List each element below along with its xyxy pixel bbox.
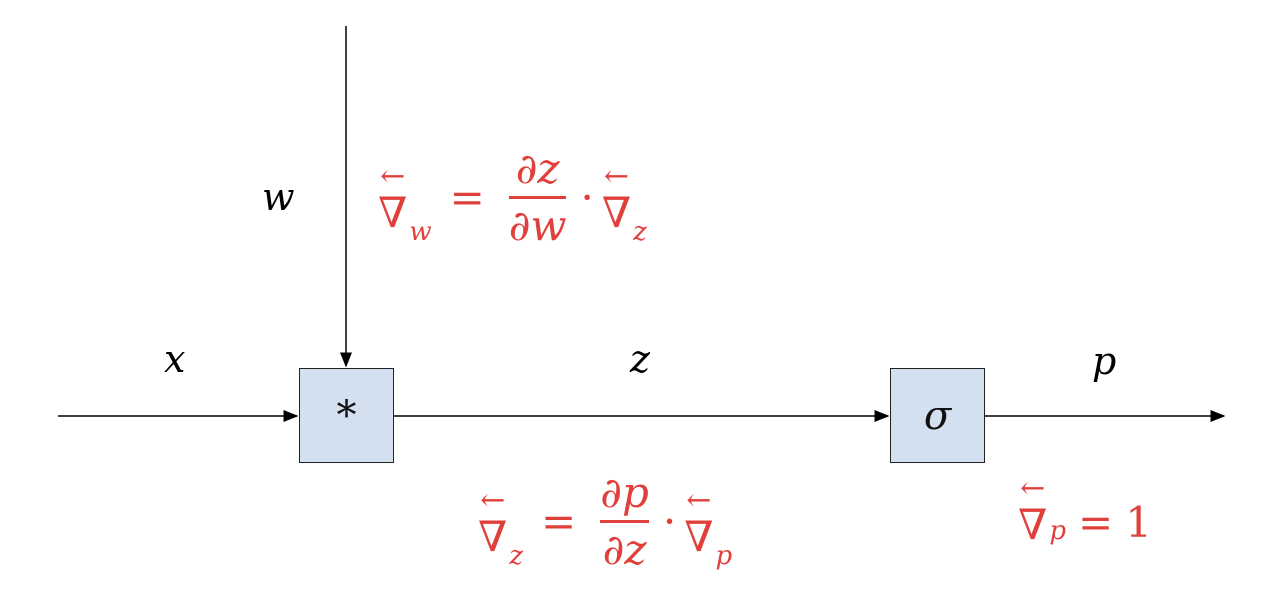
denominator: ∂w <box>508 201 567 250</box>
subscript: p <box>1049 516 1066 546</box>
fraction: ∂p∂z <box>600 472 649 571</box>
left-arrow-icon: ← <box>1020 471 1046 506</box>
label-z: z <box>630 337 651 381</box>
dot: · <box>662 496 677 546</box>
nabla-z: ←∇ <box>601 158 632 237</box>
fraction-bar <box>508 196 567 199</box>
numerator: ∂z <box>515 144 560 193</box>
value: 1 <box>1125 498 1152 547</box>
fraction-bar <box>600 520 649 523</box>
equals: = <box>449 172 485 222</box>
equals: = <box>541 496 577 546</box>
nabla-symbol: ∇ <box>378 187 408 237</box>
label-x: x <box>164 337 186 381</box>
nabla-symbol: ∇ <box>478 511 508 561</box>
formula-grad-w: ←∇ w = ∂z∂w · ←∇ z <box>378 148 647 247</box>
subscript: z <box>509 541 524 571</box>
sigmoid-node: σ <box>890 368 985 463</box>
multiply-node: * <box>299 368 394 463</box>
nabla-symbol: ∇ <box>601 187 632 237</box>
label-w: w <box>262 175 295 219</box>
nabla-w: ←∇ <box>378 158 408 237</box>
left-arrow-icon: ← <box>480 482 506 518</box>
label-p: p <box>1092 339 1117 383</box>
nabla-symbol: ∇ <box>684 511 714 561</box>
left-arrow-icon: ← <box>603 158 630 194</box>
nabla-symbol: ∇ <box>1018 500 1048 549</box>
subscript: p <box>715 541 733 571</box>
nabla-z: ←∇ <box>478 482 508 561</box>
fraction: ∂z ∂w <box>508 144 567 250</box>
formula-grad-p: ←∇ p = 1 <box>1018 474 1152 546</box>
nabla-p: ←∇ <box>1018 474 1047 546</box>
dot: · <box>580 172 594 222</box>
subscript: z <box>633 217 647 247</box>
numerator: ∂p <box>600 468 649 517</box>
formula-grad-z: ←∇ z = ∂p∂z · ←∇ p <box>478 472 732 571</box>
subscript: w <box>409 217 432 247</box>
nabla-p: ←∇ <box>684 482 714 561</box>
left-arrow-icon: ← <box>380 158 406 194</box>
equals: = <box>1077 498 1114 547</box>
left-arrow-icon: ← <box>686 482 712 518</box>
denominator: ∂z <box>602 525 647 574</box>
